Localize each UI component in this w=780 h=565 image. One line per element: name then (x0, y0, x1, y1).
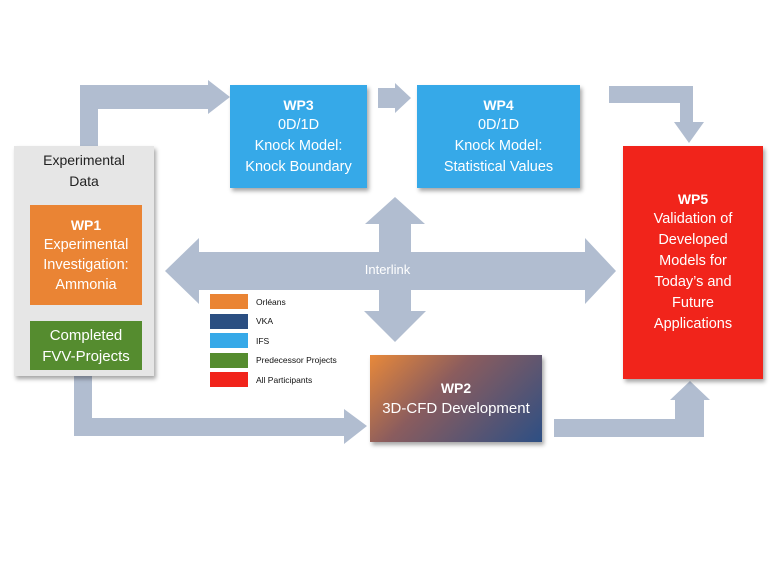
wp3-box: WP3 0D/1D Knock Model: Knock Boundary (230, 85, 367, 188)
legend-label-all-participants: All Participants (256, 374, 313, 385)
wp3-code: WP3 (283, 96, 314, 113)
arrow-wp2-to-wp5 (554, 381, 710, 437)
legend-item-vka: VKA (210, 312, 337, 332)
experimental-title-line2: Data (69, 173, 99, 189)
legend-item-ifs: IFS (210, 331, 337, 351)
wp4-box: WP4 0D/1D Knock Model: Statistical Value… (417, 85, 580, 188)
legend: Orléans VKA IFS Predecessor Projects All… (210, 292, 337, 390)
wp3-line2: Knock Model: (254, 137, 343, 154)
arrow-wp3-to-wp4 (378, 83, 411, 113)
wp3-line1: 0D/1D (277, 116, 320, 133)
wp1-code: WP1 (70, 216, 102, 233)
wp2-line1: 3D-CFD Development (382, 399, 530, 417)
legend-label-ifs: IFS (256, 335, 270, 346)
legend-swatch-orleans (210, 294, 248, 310)
wp2-box: WP2 3D-CFD Development (370, 355, 542, 442)
arrow-wp4-to-wp5 (609, 86, 704, 143)
wp5-line5: Future (672, 295, 714, 311)
legend-swatch-ifs (210, 333, 248, 349)
legend-label-orleans: Orléans (256, 296, 286, 307)
legend-swatch-all-participants (210, 372, 248, 388)
legend-label-predecessor: Predecessor Projects (256, 355, 337, 366)
wp5-line3: Models for (659, 253, 727, 269)
arrow-exp-to-wp3 (80, 80, 230, 146)
completed-projects-box: Completed FVV-Projects (30, 321, 142, 370)
wp5-line6: Applications (653, 316, 733, 332)
legend-item-orleans: Orléans (210, 292, 337, 312)
wp4-line2: Knock Model: (454, 137, 543, 154)
wp1-line3: Ammonia (55, 276, 117, 293)
legend-item-all-participants: All Participants (210, 370, 337, 390)
arrow-exp-to-wp2 (74, 376, 367, 444)
wp3-line3: Knock Boundary (245, 158, 352, 175)
wp5-line1: Validation of (653, 211, 733, 227)
interlink-label: Interlink (364, 262, 411, 277)
wp5-code: WP5 (677, 191, 709, 207)
wp4-line3: Statistical Values (443, 158, 554, 175)
wp5-box: WP5 Validation of Developed Models for T… (623, 146, 763, 379)
wp1-box: WP1 Experimental Investigation: Ammonia (30, 205, 142, 305)
wp5-line2: Developed (658, 232, 728, 248)
legend-label-vka: VKA (256, 316, 274, 327)
legend-swatch-predecessor (210, 352, 248, 368)
wp4-line1: 0D/1D (477, 116, 520, 133)
completed-line1: Completed (49, 326, 123, 344)
wp2-code: WP2 (440, 379, 472, 396)
experimental-title-line1: Experimental (43, 152, 125, 168)
legend-item-predecessor: Predecessor Projects (210, 351, 337, 371)
wp1-line2: Investigation: (43, 256, 129, 273)
interlink-cross-arrow (165, 197, 616, 342)
wp5-line4: Today’s and (654, 274, 732, 290)
experimental-data-title: Experimental Data (14, 150, 154, 192)
completed-line2: FVV-Projects (42, 347, 130, 365)
wp4-code: WP4 (483, 96, 514, 113)
wp1-line1: Experimental (43, 236, 129, 253)
legend-swatch-vka (210, 313, 248, 329)
